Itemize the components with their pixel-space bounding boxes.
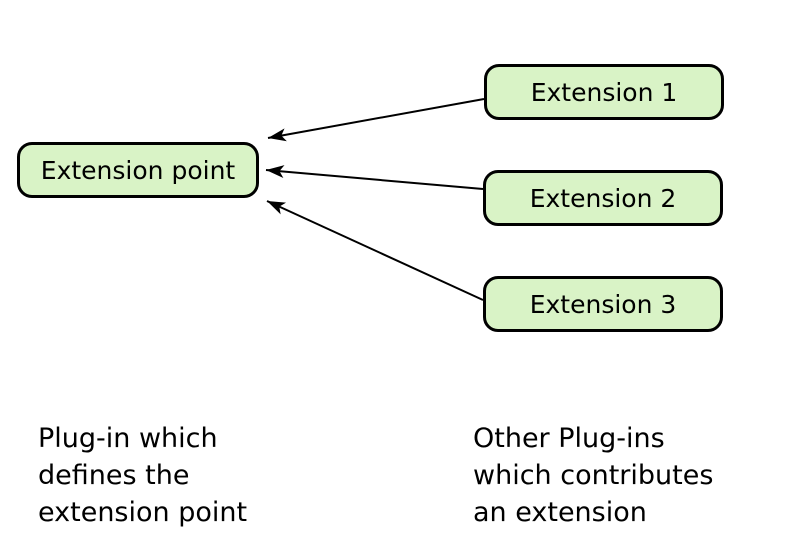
caption-contributing-plugins: Other Plug-ins which contributes an exte… (473, 420, 713, 531)
extension-2-node: Extension 2 (483, 170, 723, 226)
caption-line: extension point (38, 497, 248, 528)
extension-3-label: Extension 3 (529, 289, 677, 319)
caption-line: defines the (38, 460, 190, 491)
caption-line: an extension (473, 497, 647, 528)
extension-2-label: Extension 2 (529, 183, 677, 213)
caption-line: Plug-in which (38, 423, 218, 454)
extension-point-node: Extension point (17, 142, 259, 198)
caption-line: which contributes (473, 460, 714, 491)
extension-1-node: Extension 1 (484, 64, 724, 120)
arrow-extension-3-to-point (266, 200, 484, 301)
extension-1-label: Extension 1 (530, 77, 678, 107)
caption-line: Other Plug-ins (473, 423, 665, 454)
extension-3-node: Extension 3 (483, 276, 723, 332)
extension-point-label: Extension point (40, 155, 236, 185)
arrow-extension-1-to-point (267, 98, 485, 142)
arrow-extension-2-to-point (265, 165, 484, 190)
caption-defining-plugin: Plug-in which defines the extension poin… (38, 420, 247, 531)
